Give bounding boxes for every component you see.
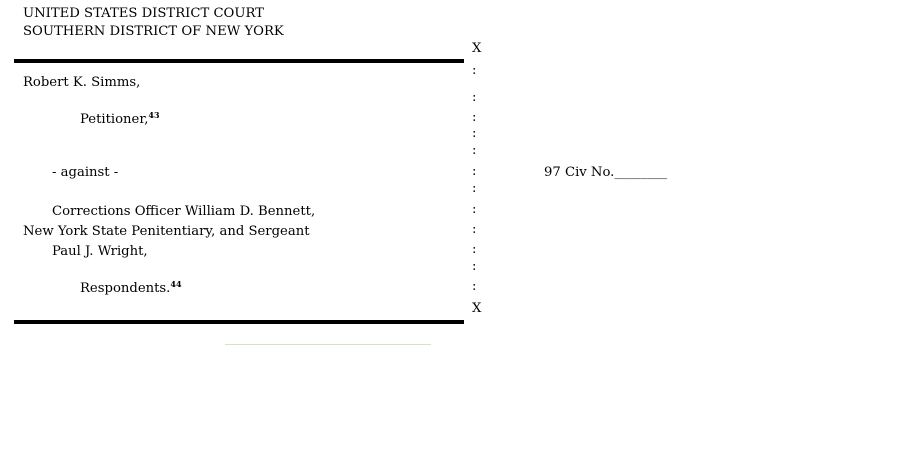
colon-separator: : — [472, 222, 477, 237]
respondents-role-text: Respondents. — [80, 281, 171, 296]
colon-separator: : — [472, 63, 477, 78]
page-divider-line — [225, 344, 431, 345]
colon-separator: : — [472, 279, 477, 294]
colon-separator: : — [472, 259, 477, 274]
case-number-label: 97 Civ No. — [544, 165, 615, 180]
colon-separator: : — [472, 202, 477, 217]
colon-separator: : — [472, 164, 477, 179]
colon-separator: : — [472, 143, 477, 158]
footnote-43: 43 — [148, 110, 160, 120]
footnote-44: 44 — [170, 279, 182, 289]
colon-separator: : — [472, 242, 477, 257]
caption-x-top: X — [472, 41, 482, 56]
colon-separator: : — [472, 181, 477, 196]
respondents-role: Respondents.44 — [80, 279, 182, 297]
versus-label: - against - — [52, 165, 119, 180]
colon-separator: : — [472, 110, 477, 125]
caption-x-bottom: X — [472, 301, 482, 316]
petitioner-name: Robert K. Simms, — [23, 75, 141, 90]
colon-separator: : — [472, 90, 477, 105]
petitioner-role: Petitioner,43 — [80, 110, 160, 128]
court-district: SOUTHERN DISTRICT OF NEW YORK — [23, 24, 284, 39]
colon-separator: : — [472, 126, 477, 141]
case-number-blank: ________ — [614, 165, 668, 180]
caption-bottom-rule — [14, 320, 464, 324]
respondents-line-3: Paul J. Wright, — [52, 244, 148, 259]
caption-top-rule — [14, 59, 464, 63]
respondents-line-1: Corrections Officer William D. Bennett, — [52, 204, 316, 219]
court-name: UNITED STATES DISTRICT COURT — [23, 6, 264, 21]
case-number: 97 Civ No.________ — [544, 165, 667, 181]
petitioner-role-text: Petitioner, — [80, 112, 149, 127]
respondents-line-2: New York State Penitentiary, and Sergean… — [23, 224, 310, 239]
